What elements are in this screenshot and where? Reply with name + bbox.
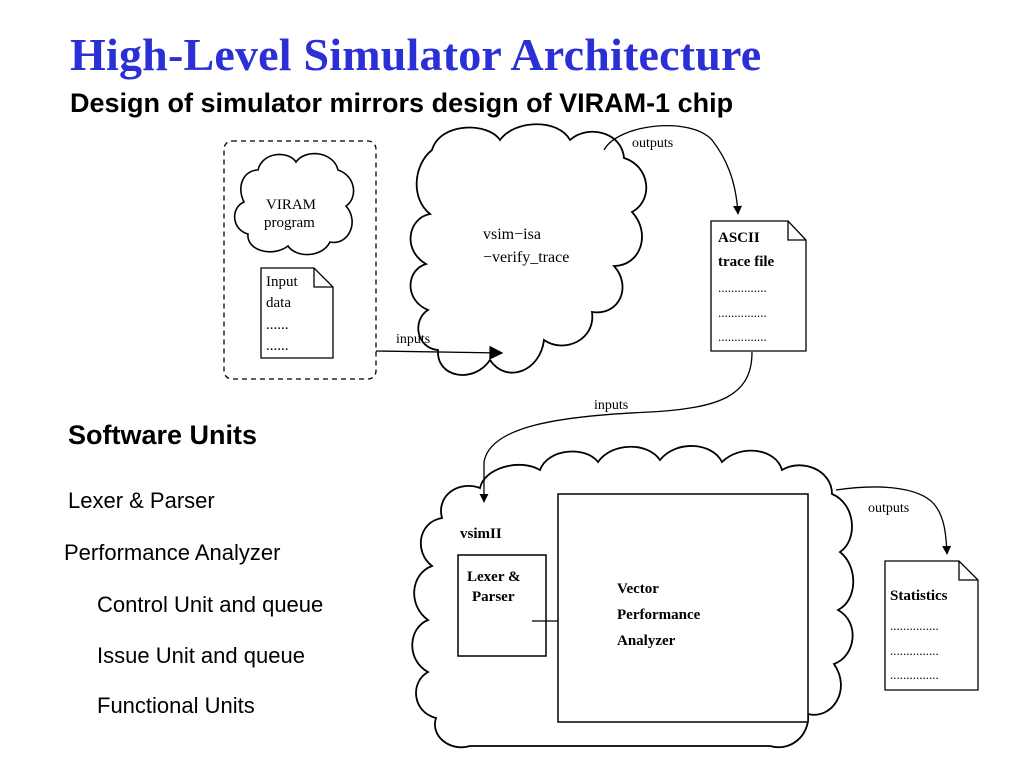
ascii-line-4: ...............: [718, 305, 767, 320]
vpa-line-3: Analyzer: [617, 633, 676, 649]
lexer-parser-box: [457, 554, 547, 657]
outputs-label-top: outputs: [632, 136, 673, 151]
lexer-parser-line-1: Lexer &: [467, 569, 520, 585]
ascii-line-3: ...............: [718, 280, 767, 295]
statistics-line-3: ...............: [890, 643, 939, 658]
input-data-document: [260, 267, 334, 359]
vpa-box: [557, 493, 809, 723]
ascii-trace-document: [710, 220, 807, 352]
statistics-line-1: Statistics: [890, 588, 948, 604]
vsimii-cloud: [411, 445, 855, 749]
inputs-label-mid: inputs: [594, 398, 628, 413]
statistics-line-2: ...............: [890, 618, 939, 633]
vsim-isa-line-2: −verify_trace: [483, 249, 569, 266]
ascii-line-5: ...............: [718, 329, 767, 344]
input-data-line-2: data: [266, 295, 291, 311]
unit-performance-analyzer: Performance Analyzer: [64, 540, 281, 565]
unit-control-unit: Control Unit and queue: [97, 592, 324, 617]
outputs-label-bottom: outputs: [868, 501, 909, 516]
slide-subtitle: Design of simulator mirrors design of VI…: [70, 88, 734, 118]
outputs-arrow-top: [603, 125, 743, 215]
viram-program-line-1: VIRAM: [266, 197, 316, 213]
unit-lexer-parser: Lexer & Parser: [68, 488, 215, 513]
input-data-line-4: ......: [266, 338, 289, 354]
vsim-isa-line-1: vsim−isa: [483, 226, 541, 243]
ascii-line-1: ASCII: [718, 230, 760, 246]
inputs-arrow-mid: [479, 351, 753, 503]
viram-program-line-2: program: [264, 215, 315, 231]
input-data-line-3: ......: [266, 317, 289, 333]
viram-program-cloud: [233, 152, 355, 256]
vsim-isa-cloud: [409, 123, 648, 376]
inputs-arrow-top: [375, 345, 504, 360]
input-data-line-1: Input: [266, 274, 298, 290]
vpa-line-2: Performance: [617, 607, 701, 623]
lexer-parser-line-2: Parser: [472, 589, 515, 605]
statistics-line-4: ...............: [890, 667, 939, 682]
unit-issue-unit: Issue Unit and queue: [97, 643, 305, 668]
slide-title: High-Level Simulator Architecture: [70, 29, 762, 80]
unit-functional-units: Functional Units: [97, 693, 255, 718]
inputs-label-top: inputs: [396, 332, 430, 347]
vsimii-label: vsimII: [460, 526, 502, 542]
outputs-arrow-bottom: [835, 486, 952, 555]
input-group-dashed-box: [223, 140, 377, 380]
statistics-document: [884, 560, 979, 691]
vpa-line-1: Vector: [617, 581, 659, 597]
ascii-line-2: trace file: [718, 254, 775, 270]
software-units-heading: Software Units: [68, 420, 258, 450]
